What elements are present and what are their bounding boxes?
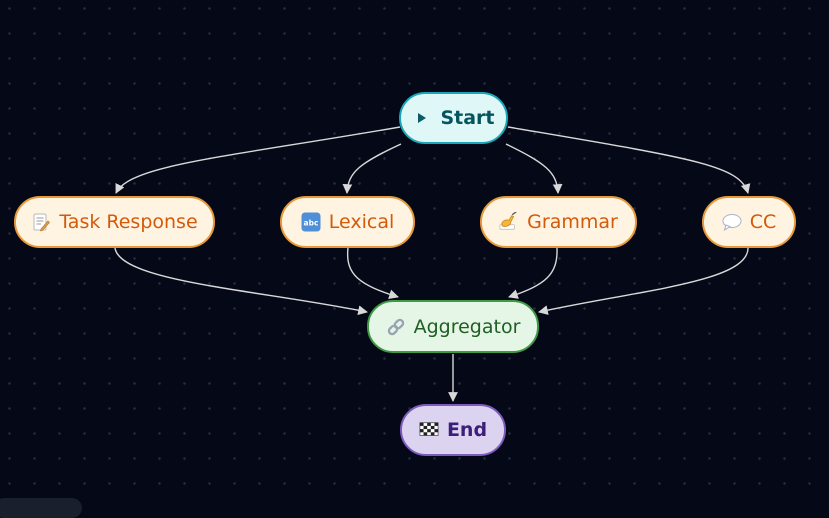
edge-start-to-lexical <box>342 143 402 194</box>
link-icon <box>386 317 406 337</box>
edge-start-to-cc <box>507 126 751 194</box>
node-end[interactable]: End <box>400 404 506 456</box>
edge-start-to-grammar <box>505 143 563 194</box>
edge-start-to-task-response <box>115 126 401 194</box>
edge-lexical-to-aggregator <box>346 247 399 300</box>
node-aggregator[interactable]: Aggregator <box>367 300 539 353</box>
node-lexical[interactable]: abc Lexical <box>280 196 415 248</box>
node-cc-label: CC <box>749 211 777 233</box>
node-aggregator-label: Aggregator <box>413 315 521 338</box>
node-task-response-label: Task Response <box>59 211 198 233</box>
edge-cc-to-aggregator <box>538 247 749 315</box>
edge-grammar-to-aggregator <box>508 247 558 299</box>
node-lexical-label: Lexical <box>328 211 395 233</box>
checkered-flag-icon <box>419 420 439 440</box>
node-end-label: End <box>446 419 488 441</box>
node-grammar[interactable]: Grammar <box>480 196 637 248</box>
node-start[interactable]: Start <box>399 92 508 144</box>
node-task-response[interactable]: Task Response <box>14 196 215 248</box>
corner-panel-tab[interactable] <box>0 498 82 518</box>
node-start-label: Start <box>440 107 495 129</box>
play-icon <box>412 108 432 128</box>
node-cc[interactable]: CC <box>702 196 796 248</box>
speech-bubble-icon <box>722 212 742 232</box>
edge-layer <box>114 126 751 402</box>
edge-task-response-to-aggregator <box>114 247 368 316</box>
writing-hand-icon <box>499 212 519 232</box>
abc-icon: abc <box>301 212 321 232</box>
svg-text:abc: abc <box>303 219 318 228</box>
memo-icon <box>31 212 51 232</box>
node-grammar-label: Grammar <box>527 211 618 233</box>
